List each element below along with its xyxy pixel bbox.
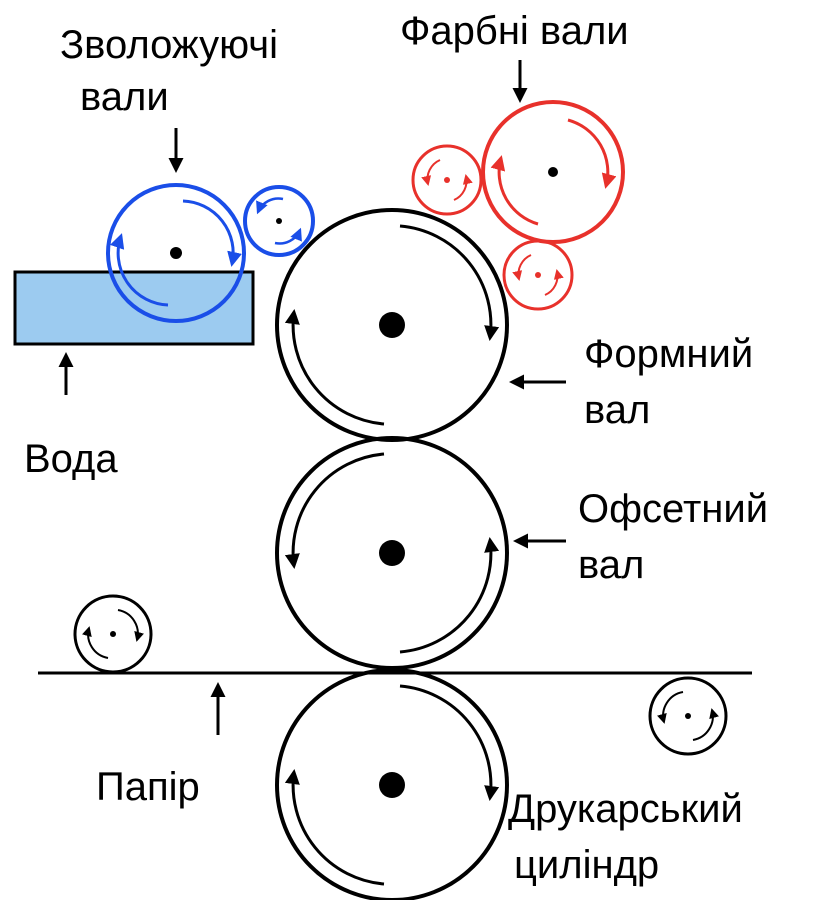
label-dampening-rollers-line1: Зволожуючі (60, 23, 278, 67)
label-plate-cylinder-line2: вал (584, 388, 650, 432)
label-plate-cylinder-line1: Формний (584, 332, 753, 376)
label-impression-cylinder-line1: Друкарський (508, 787, 743, 831)
label-water: Вода (24, 437, 118, 481)
label-paper: Папір (96, 765, 200, 809)
label-dampening-rollers-line2: вали (80, 75, 169, 119)
label-impression-cylinder-line2: циліндр (514, 843, 659, 887)
ink-roller-large (481, 100, 625, 244)
dampening-roller-large (106, 183, 246, 323)
label-blanket-cylinder-line2: вал (578, 543, 644, 587)
dampening-roller-small (243, 185, 315, 257)
paper-guide-roller-left (73, 594, 153, 674)
plate-cylinder (275, 208, 509, 442)
paper-guide-roller-right (648, 676, 728, 756)
ink-roller-small-left (411, 144, 483, 216)
label-blanket-cylinder-line1: Офсетний (578, 487, 768, 531)
impression-cylinder (275, 668, 509, 900)
label-ink-rollers: Фарбні вали (400, 9, 629, 53)
ink-roller-small-bottom (502, 239, 574, 311)
blanket-cylinder (275, 436, 509, 670)
